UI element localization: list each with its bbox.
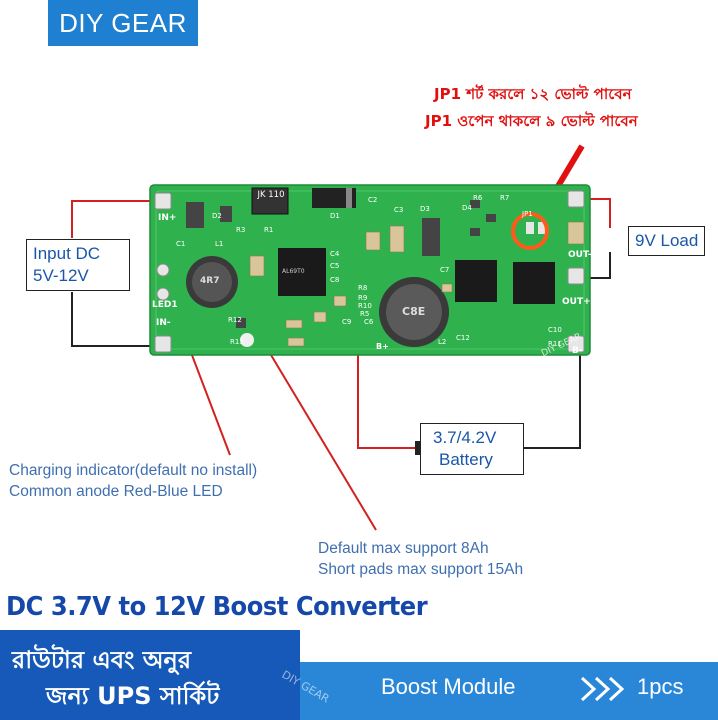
ref-r3: R3 [236,226,246,234]
banner-line2: জন্য UPS সার্কিট [46,682,220,710]
brand-logo: DIY GEAR [48,0,198,46]
ref-b-positive: B+ [376,342,389,351]
ref-jp1: JP1 [522,210,533,218]
ref-d1: D1 [330,212,340,220]
input-label-line2: 5V-12V [33,266,89,285]
ref-r9: R9 [358,294,368,302]
charging-note: Charging indicator(default no install) C… [9,460,257,502]
pin-label-in-negative: IN- [156,318,171,328]
jumper-note-open: JP1 ওপেন থাকলে ৯ ভোল্ট পাবেন [425,112,638,130]
battery-positive-wire [357,347,416,449]
battery-negative-wire [520,347,581,449]
jp1-highlight [511,212,549,250]
capacity-note: Default max support 8Ah Short pads max s… [318,538,523,580]
ref-d3: D3 [420,205,430,213]
input-label-line1: Input DC [33,244,101,263]
ref-c4: C4 [330,250,340,258]
ref-d2: D2 [212,212,222,220]
ref-c1: C1 [176,240,186,248]
ref-c8: C8 [330,276,340,284]
ref-c2: C2 [368,196,378,204]
charging-note-line2: Common anode Red-Blue LED [9,483,223,500]
load-label-box: 9V Load [628,226,706,256]
ref-c7: C7 [440,266,450,274]
battery-label-line2: Battery [439,450,493,469]
ref-r7: R7 [500,194,510,202]
ref-r12: R12 [228,316,242,324]
inductor-label-c8e: C8E [402,305,426,318]
pin-label-b-negative: B- [572,346,583,356]
module-label: Boost Module [381,674,516,699]
ref-c12: C12 [456,334,470,342]
bangla-banner [0,630,300,720]
load-label: 9V Load [635,231,699,250]
battery-label-line1: 3.7/4.2V [433,428,497,447]
ref-l1: L1 [215,240,224,248]
ref-c10: C10 [548,326,562,334]
ref-l2: L2 [438,338,447,346]
charging-note-line1: Charging indicator(default no install) [9,462,258,479]
ref-r10: R10 [358,302,372,310]
ref-c3: C3 [394,206,404,214]
input-label-box: Input DC 5V-12V [26,239,130,291]
inductor-label-4r7: 4R7 [200,276,220,286]
banner-line1: রাউটার এবং অনুর [12,646,192,674]
quantity-label: 1pcs [637,674,684,699]
product-headline: DC 3.7V to 12V Boost Converter [6,592,428,622]
pcb-board [149,184,591,356]
battery-terminal-icon [415,441,421,455]
pin-label-led1: LED1 [152,300,178,310]
pin-label-in-positive: IN+ [158,213,177,223]
capacity-note-line1: Default max support 8Ah [318,540,489,557]
double-chevron-icon [580,676,625,702]
module-banner [300,662,718,720]
ref-c5: C5 [330,262,340,270]
chip-label-jk110: JK 110 [257,190,285,200]
chip-label-al69t0: AL69T0 [282,268,305,275]
input-negative-wire [71,292,160,347]
ref-r11: R11 [548,340,562,348]
ref-c9: C9 [342,318,352,326]
pads-pointer-line [261,339,377,531]
ref-r6: R6 [473,194,483,202]
input-positive-wire [71,200,160,238]
battery-label-box: 3.7/4.2V Battery [420,423,524,475]
ref-r5: R5 [360,310,370,318]
ref-r13: R13 [230,338,244,346]
pin-label-out-negative: OUT- [568,250,592,260]
pin-label-out-positive: OUT+ [562,297,591,307]
ref-d4: D4 [462,204,472,212]
ref-c6: C6 [364,318,374,326]
ref-r8: R8 [358,284,368,292]
jumper-note-short: JP1 শর্ট করলে ১২ ভোল্ট পাবেন [434,85,632,103]
ref-r1: R1 [264,226,274,234]
capacity-note-line2: Short pads max support 15Ah [318,561,524,578]
